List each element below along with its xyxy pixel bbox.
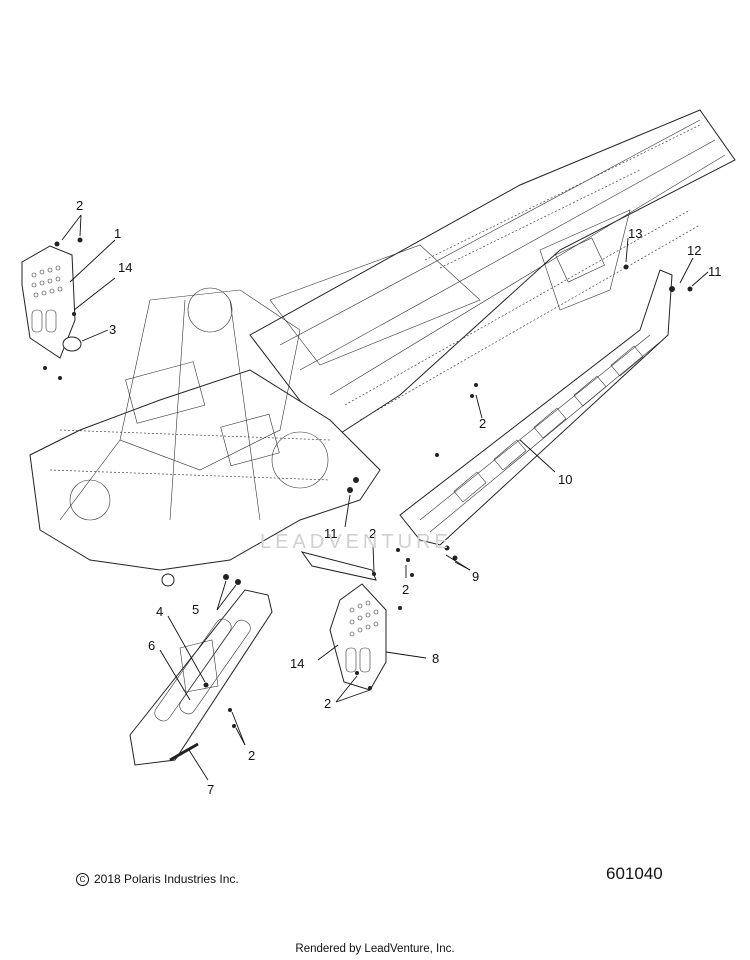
leader-lines bbox=[61, 214, 709, 781]
callout-14: 14 bbox=[118, 260, 132, 275]
callout-6: 6 bbox=[148, 638, 155, 653]
diagram-number: 601040 bbox=[606, 864, 663, 883]
part-8-panel bbox=[300, 551, 387, 691]
callout-9: 9 bbox=[472, 569, 479, 584]
part-3-grommet bbox=[62, 336, 82, 352]
callout-2: 2 bbox=[324, 696, 331, 711]
copyright-text: 2018 Polaris Industries Inc. bbox=[94, 872, 239, 886]
callout-1: 1 bbox=[114, 226, 121, 241]
callout-2: 2 bbox=[76, 198, 83, 213]
watermark: LEADVENTURE bbox=[260, 531, 452, 553]
callout-14: 14 bbox=[290, 656, 304, 671]
callout-2: 2 bbox=[479, 416, 486, 431]
callout-8: 8 bbox=[432, 651, 439, 666]
callout-10: 10 bbox=[558, 472, 572, 487]
callout-7: 7 bbox=[207, 782, 214, 797]
callout-5: 5 bbox=[192, 602, 199, 617]
front-frame bbox=[29, 287, 381, 587]
callout-11: 11 bbox=[708, 264, 722, 279]
part-6-running-board bbox=[129, 589, 273, 766]
copyright-notice: C 2018 Polaris Industries Inc. bbox=[76, 872, 239, 886]
callout-12: 12 bbox=[687, 243, 701, 258]
callout-4: 4 bbox=[156, 604, 163, 619]
callout-2: 2 bbox=[248, 748, 255, 763]
footer-rendered-by: Rendered by LeadVenture, Inc. bbox=[295, 943, 455, 955]
callout-2: 2 bbox=[369, 526, 376, 541]
fasteners bbox=[43, 237, 693, 728]
callout-11: 11 bbox=[324, 526, 338, 541]
part-7-strip bbox=[169, 742, 199, 762]
callout-labels: 2 1 14 3 13 12 11 2 10 11 2 2 9 5 4 6 14… bbox=[76, 198, 722, 797]
callout-2: 2 bbox=[402, 582, 409, 597]
tunnel-chassis bbox=[249, 109, 736, 441]
callout-13: 13 bbox=[628, 226, 642, 241]
copyright-icon: C bbox=[76, 873, 89, 886]
callout-3: 3 bbox=[109, 322, 116, 337]
part-10-running-board bbox=[399, 269, 673, 546]
